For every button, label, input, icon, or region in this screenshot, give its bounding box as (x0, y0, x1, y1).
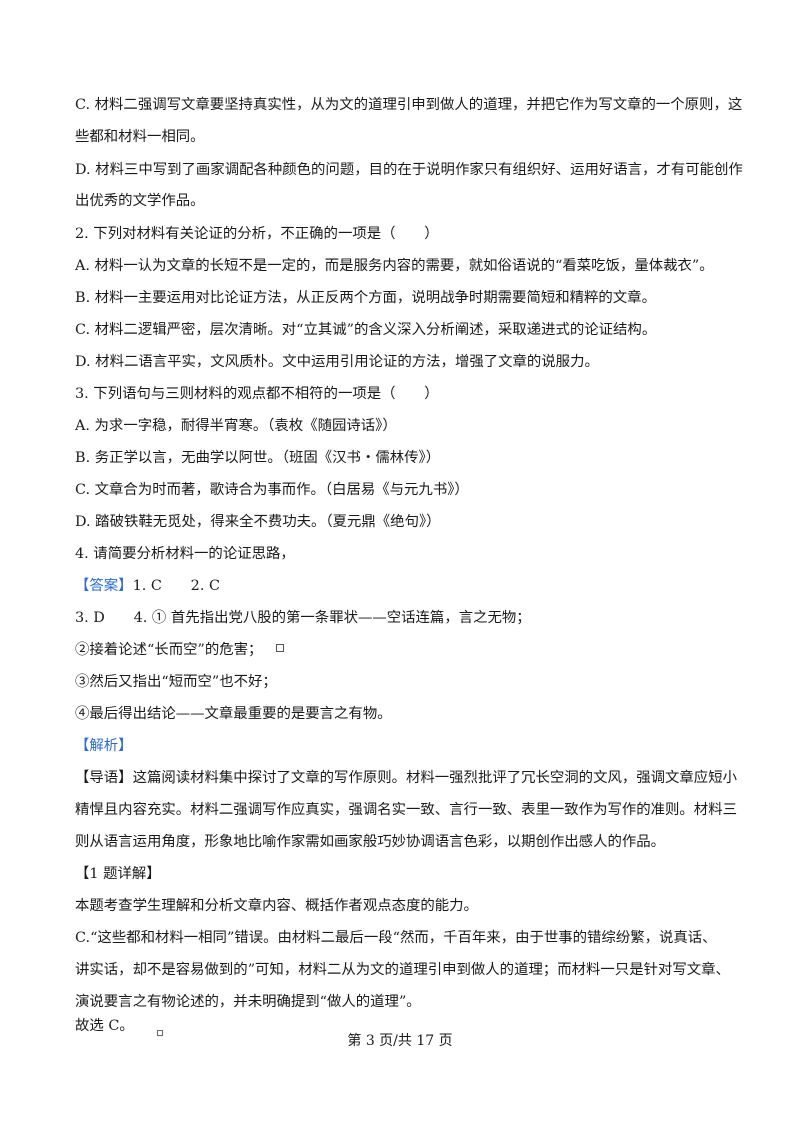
small-square-icon (157, 1030, 163, 1036)
answer-line: ③然后又指出“短而空”也不好； (75, 674, 277, 690)
analysis-text: 精悍且内容充实。材料二强调写作应真实，强调名实一致、言行一致、表里一致作为写作的… (75, 802, 737, 818)
analysis-text: 【导语】这篇阅读材料集中探讨了文章的写作原则。材料一强烈批评了冗长空洞的文风，强… (75, 770, 737, 786)
option-c: C. 文章合为时而著，歌诗合为事而作。（白居易《与元九书》） (75, 482, 469, 498)
answer-line: ②接着论述“长而空”的危害； (75, 641, 740, 659)
text-line: 出优秀的文学作品。 (75, 193, 205, 209)
option-d: D. 踏破铁鞋无觅处，得来全不费功夫。（夏元鼎《绝句》） (75, 514, 441, 530)
answer-line: 【答案】1. C 2. C (75, 577, 740, 595)
detail-label: 【1 题详解】 (75, 866, 161, 882)
analysis-conclusion: 故选 C。 (75, 1018, 134, 1034)
answer-text: 1. C 2. C (132, 578, 220, 594)
analysis-text: 演说要言之有物论述的，并未明确提到“做人的道理”。 (75, 994, 421, 1010)
question-3: 3. 下列语句与三则材料的观点都不相符的一项是（ ） (75, 386, 439, 402)
analysis-label: 【解析】 (75, 738, 133, 754)
page-footer: 第 3 页/共 17 页 (347, 1033, 453, 1049)
analysis-text: C.“这些都和材料一相同”错误。由材料二最后一段“然而，千百年来，由于世事的错综… (75, 930, 717, 946)
option-a: A. 材料一认为文章的长短不是一定的，而是服务内容的需要，就如俗语说的“看菜吃饭… (75, 258, 714, 274)
answer-line: ④最后得出结论——文章最重要的是要言之有物。 (75, 706, 392, 722)
question-4: 4. 请简要分析材料一的论证思路， (75, 546, 295, 562)
answer-line: 3. D 4. ① 首先指出党八股的第一条罪状——空话连篇，言之无物； (75, 610, 531, 626)
option-a: A. 为求一字稳，耐得半宵寒。（袁枚《随园诗话》） (75, 418, 397, 434)
box-icon (276, 644, 285, 652)
analysis-text: 本题考查学生理解和分析文章内容、概括作者观点态度的能力。 (75, 898, 478, 914)
answer-text: ②接着论述“长而空”的危害； (75, 642, 263, 658)
answer-label: 【答案】 (75, 578, 133, 594)
analysis-text: 讲实话，却不是容易做到的”可知，材料二从为文的道理引申到做人的道理；而材料一只是… (75, 962, 730, 978)
text-line: D. 材料三中写到了画家调配各种颜色的问题，目的在于说明作家只有组织好、运用好语… (75, 162, 743, 178)
text-line: C. 材料二强调写文章要坚持真实性，从为文的道理引申到做人的道理，并把它作为写文… (75, 97, 743, 113)
analysis-text: 则从语言运用角度，形象地比喻作家需如画家般巧妙协调语言色彩，以期创作出感人的作品… (75, 834, 666, 850)
text-line: 些都和材料一相同。 (75, 129, 205, 145)
option-b: B. 材料一主要运用对比论证方法，从正反两个方面，说明战争时期需要简短和精粹的文… (75, 290, 656, 306)
option-c: C. 材料二逻辑严密，层次清晰。对“立其诚”的含义深入分析阐述，采取递进式的论证… (75, 322, 657, 338)
option-b: B. 务正学以言，无曲学以阿世。（班固《汉书・儒林传》） (75, 450, 441, 466)
option-d: D. 材料二语言平实，文风质朴。文中运用引用论证的方法，增强了文章的说服力。 (75, 354, 599, 370)
question-2: 2. 下列对材料有关论证的分析，不正确的一项是（ ） (75, 226, 439, 242)
